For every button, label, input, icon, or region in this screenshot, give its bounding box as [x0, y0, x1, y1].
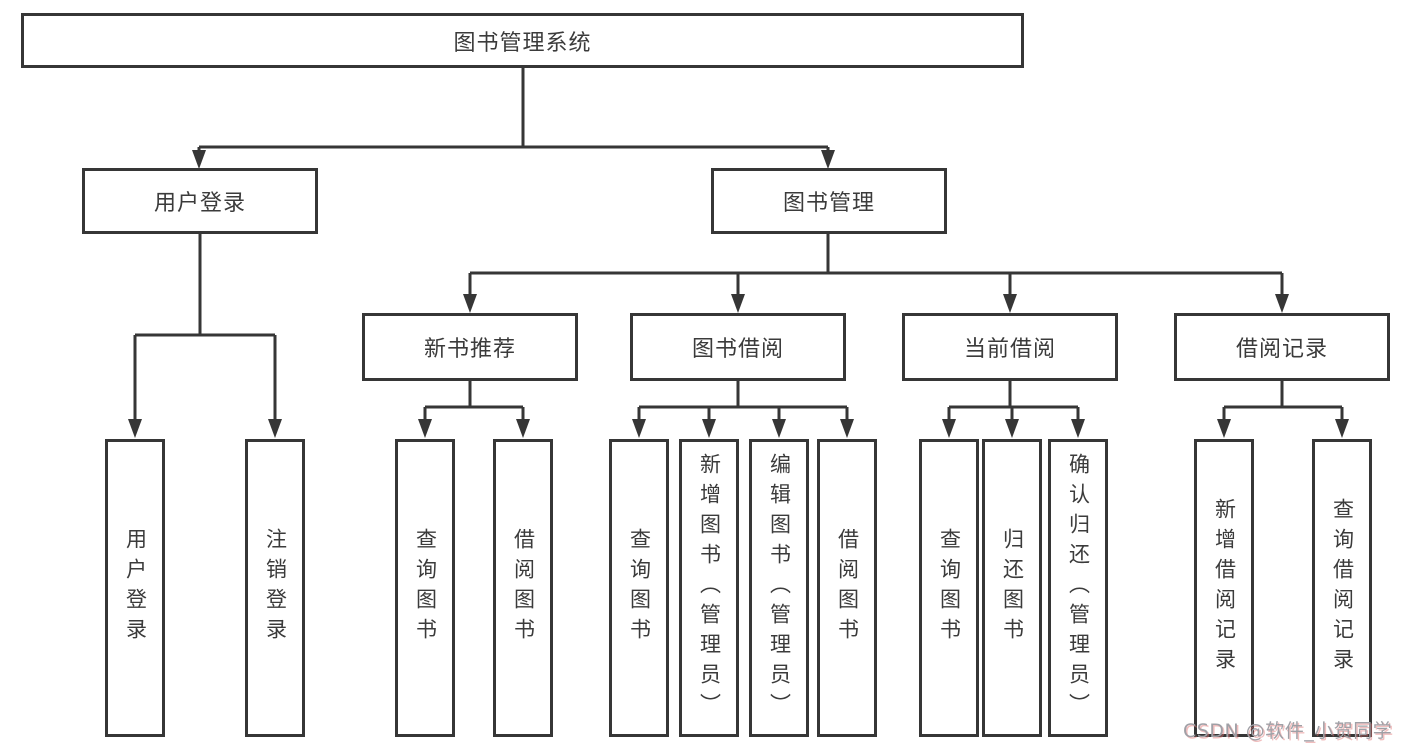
leaf-label: 查询图书 — [937, 528, 962, 648]
leaf-return-books: 归还图书 — [982, 439, 1042, 737]
arrowhead-icon — [632, 419, 646, 438]
leaf-label: 借阅图书 — [835, 528, 860, 648]
arrowhead-icon — [731, 294, 745, 313]
leaf-label: 查询图书 — [413, 528, 438, 648]
connector-new-book-rec-to-leaves — [418, 381, 530, 438]
csdn-watermark: CSDN @软件_小贺同学 — [1183, 720, 1393, 742]
arrowhead-icon — [516, 419, 530, 438]
leaf-query-books-borrow: 查询图书 — [609, 439, 669, 737]
arrowhead-icon — [1217, 419, 1231, 438]
arrowhead-icon — [128, 419, 142, 438]
leaf-label: 用户登录 — [123, 528, 148, 648]
arrowhead-icon — [821, 150, 835, 169]
node-new-book-recommend: 新书推荐 — [362, 313, 578, 381]
leaf-label: 编辑图书（管理员） — [767, 453, 792, 723]
node-borrow-records-label: 借阅记录 — [1235, 337, 1328, 362]
node-book-mgmt: 图书管理 — [711, 168, 947, 234]
connector-borrow-records-to-leaves — [1217, 381, 1349, 438]
leaf-user-login: 用户登录 — [105, 439, 165, 737]
node-user-login-label: 用户登录 — [153, 191, 246, 216]
leaf-query-borrow-record: 查询借阅记录 — [1312, 439, 1372, 737]
node-user-login: 用户登录 — [82, 168, 318, 234]
connector-user-login-to-leaves — [128, 234, 282, 438]
leaf-label: 查询图书 — [627, 528, 652, 648]
leaf-label: 查询借阅记录 — [1330, 498, 1355, 678]
arrowhead-icon — [942, 419, 956, 438]
leaf-add-books-admin: 新增图书（管理员） — [679, 439, 739, 737]
node-book-borrow: 图书借阅 — [630, 313, 846, 381]
node-book-borrow-label: 图书借阅 — [691, 337, 784, 362]
arrowhead-icon — [418, 419, 432, 438]
arrowhead-icon — [192, 150, 206, 169]
leaf-label: 新增借阅记录 — [1212, 498, 1237, 678]
node-current-borrow: 当前借阅 — [902, 313, 1118, 381]
arrowhead-icon — [840, 419, 854, 438]
leaf-confirm-return-admin: 确认归还（管理员） — [1048, 439, 1108, 737]
leaf-label: 新增图书（管理员） — [697, 453, 722, 723]
leaf-add-borrow-record: 新增借阅记录 — [1194, 439, 1254, 737]
arrowhead-icon — [1335, 419, 1349, 438]
connector-root-to-level2 — [192, 68, 835, 169]
arrowhead-icon — [702, 419, 716, 438]
node-book-mgmt-label: 图书管理 — [782, 191, 875, 216]
node-current-borrow-label: 当前借阅 — [963, 337, 1056, 362]
arrowhead-icon — [1003, 294, 1017, 313]
connector-book-mgmt-to-level3 — [463, 234, 1289, 313]
node-new-book-recommend-label: 新书推荐 — [423, 337, 516, 362]
leaf-label: 确认归还（管理员） — [1066, 453, 1091, 723]
leaf-logout: 注销登录 — [245, 439, 305, 737]
leaf-borrow-books: 借阅图书 — [817, 439, 877, 737]
arrowhead-icon — [772, 419, 786, 438]
leaf-label: 归还图书 — [1000, 528, 1025, 648]
arrowhead-icon — [1071, 419, 1085, 438]
arrowhead-icon — [1275, 294, 1289, 313]
node-root: 图书管理系统 — [21, 13, 1024, 68]
arrowhead-icon — [463, 294, 477, 313]
leaf-label: 借阅图书 — [511, 528, 536, 648]
node-borrow-records: 借阅记录 — [1174, 313, 1390, 381]
connector-current-borrow-to-leaves — [942, 381, 1085, 438]
leaf-query-books-recommend: 查询图书 — [395, 439, 455, 737]
arrowhead-icon — [1005, 419, 1019, 438]
leaf-borrow-books-recommend: 借阅图书 — [493, 439, 553, 737]
leaf-edit-books-admin: 编辑图书（管理员） — [749, 439, 809, 737]
leaf-label: 注销登录 — [263, 528, 288, 648]
connector-book-borrow-to-leaves — [632, 381, 854, 438]
leaf-query-books-current: 查询图书 — [919, 439, 979, 737]
node-root-label: 图书管理系统 — [453, 30, 592, 56]
arrowhead-icon — [268, 419, 282, 438]
